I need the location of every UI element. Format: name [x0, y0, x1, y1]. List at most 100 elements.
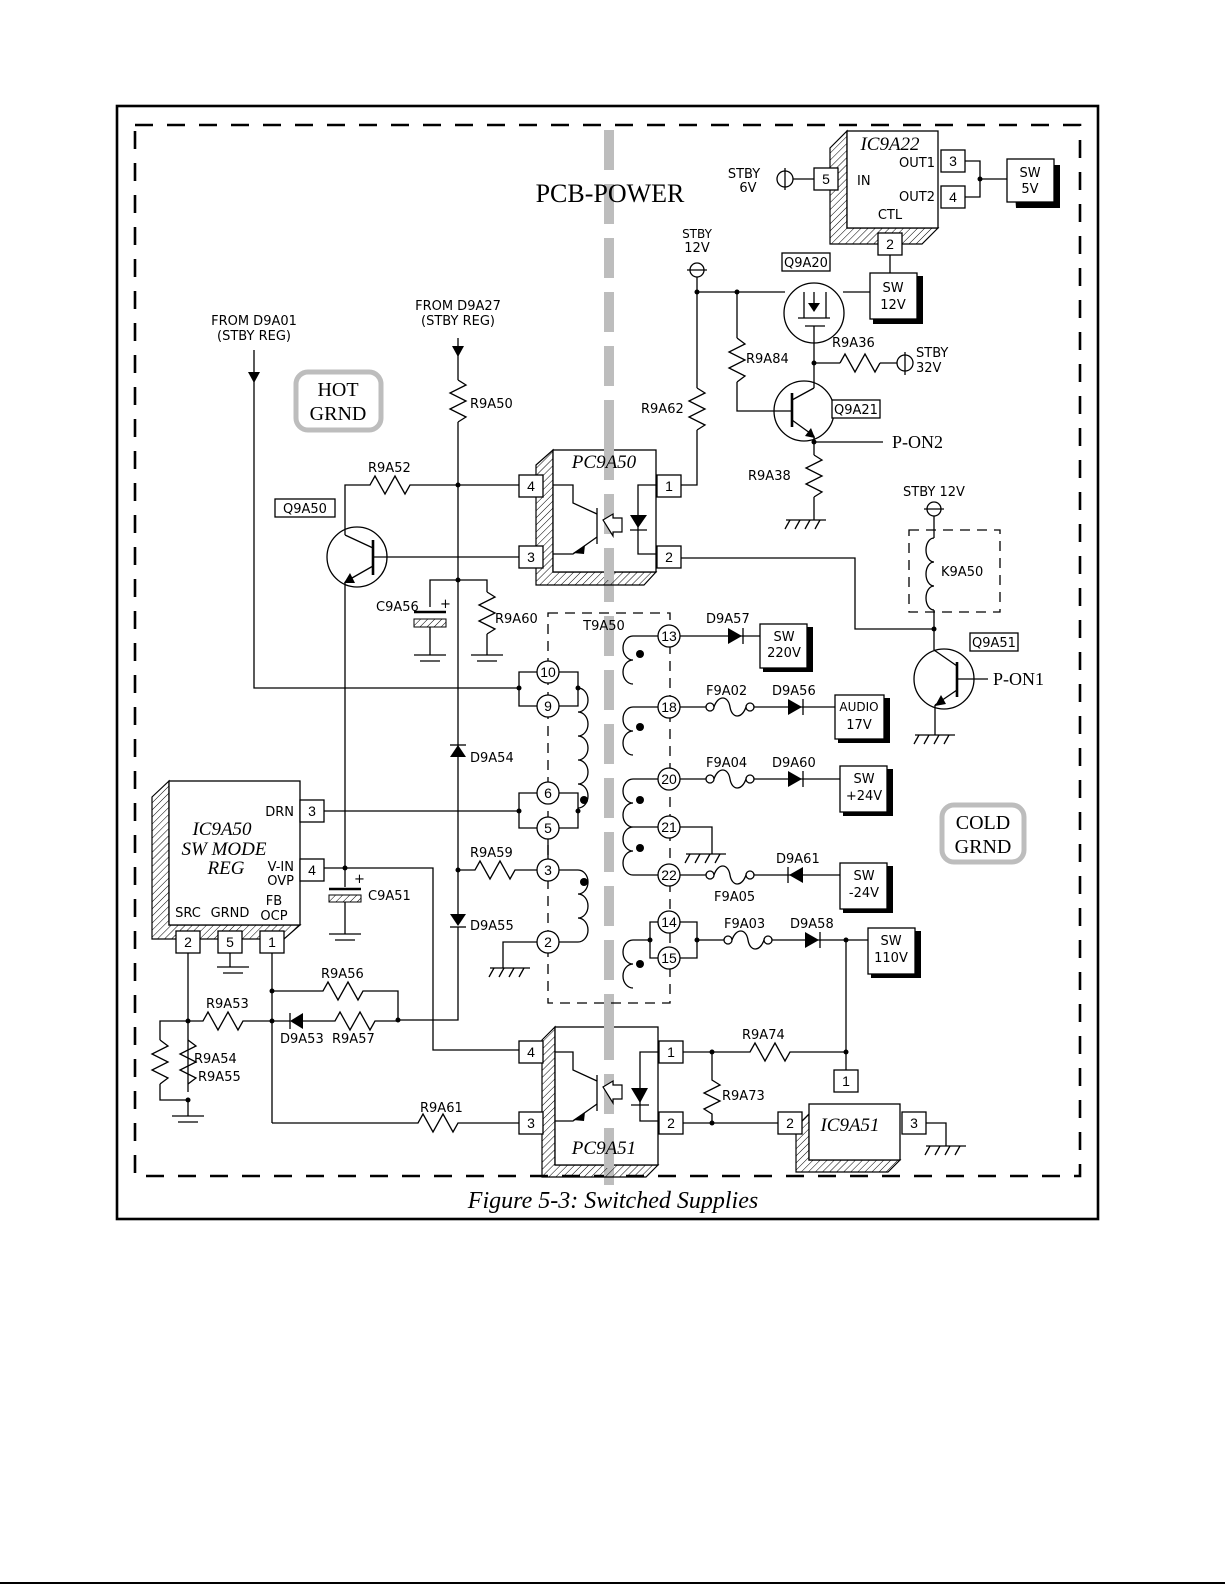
ground-icon — [328, 933, 362, 941]
ground-icon — [784, 519, 827, 530]
pin-number: 21 — [661, 819, 677, 835]
ic9a22-pin-in-label: IN — [857, 174, 871, 189]
r9a62-label: R9A62 — [641, 402, 684, 417]
r9a59-label: R9A59 — [470, 846, 513, 861]
sw-minus24v-box: SW -24V — [839, 862, 893, 913]
sw-220v-box: SW 220V — [759, 623, 813, 672]
p-on1-label: P-ON1 — [993, 669, 1044, 689]
ground-icon — [216, 966, 250, 974]
stby-6v-value: 6V — [739, 181, 756, 196]
r9a55-label: R9A55 — [198, 1070, 241, 1085]
r9a60-resistor — [477, 591, 497, 635]
ic9a50-subtitle: REG — [207, 858, 245, 879]
d9a56-diode — [788, 699, 802, 715]
k9a50-label: K9A50 — [941, 565, 983, 580]
f9a05-fuse — [713, 865, 747, 885]
r9a59-resistor — [458, 859, 537, 881]
f9a04-fuse — [713, 769, 747, 789]
box-line: SW — [853, 869, 874, 884]
ic9a51: IC9A51 1 2 3 — [777, 1069, 927, 1173]
pc9a50: PC9A50 4 3 1 2 — [518, 440, 682, 586]
pin-number: 10 — [540, 664, 556, 680]
pin-number: 14 — [661, 914, 677, 930]
pc9a51-label: PC9A51 — [571, 1138, 636, 1159]
ground-icon — [488, 967, 531, 978]
ic9a22-pin-out1-label: OUT1 — [899, 156, 935, 171]
pin-number: 20 — [661, 771, 677, 787]
r9a38-label: R9A38 — [748, 469, 791, 484]
r9a57-resistor — [303, 1010, 398, 1032]
f9a03-fuse — [731, 930, 765, 950]
pin-number: 15 — [661, 950, 677, 966]
q9a20-label: Q9A20 — [784, 256, 828, 271]
r9a74-resistor — [683, 1041, 846, 1063]
plus-sign: + — [354, 872, 365, 887]
sw-5v-box: SW 5V — [1006, 158, 1060, 208]
badge-line: GRND — [955, 836, 1012, 858]
pin-number: 5 — [822, 171, 830, 187]
sw-plus24v-box: SW +24V — [839, 765, 893, 816]
f9a05-label: F9A05 — [714, 890, 755, 905]
stby-32v-label: STBY — [916, 346, 948, 361]
r9a54-label: R9A54 — [194, 1052, 237, 1067]
sw-12v-box: SW 12V — [869, 272, 923, 324]
ic9a22-pin-out2-label: OUT2 — [899, 190, 935, 205]
t9a50-label: T9A50 — [582, 619, 625, 634]
d9a55-diode — [450, 914, 466, 926]
d9a54-label: D9A54 — [470, 751, 514, 766]
ground-icon — [684, 853, 727, 864]
figure-caption: Figure 5-3: Switched Supplies — [467, 1188, 758, 1214]
pin-number: 2 — [886, 236, 894, 252]
plus-sign: + — [440, 597, 451, 612]
pin-number: 2 — [184, 934, 192, 950]
d9a57-label: D9A57 — [706, 612, 750, 627]
d9a60-diode — [788, 771, 802, 787]
d9a55-label: D9A55 — [470, 919, 514, 934]
pin-number: 9 — [544, 698, 552, 714]
figure-title: PCB-POWER — [536, 179, 685, 208]
ic9a22-label: IC9A22 — [859, 134, 920, 155]
c9a51-label: C9A51 — [368, 889, 411, 904]
d9a53-diode — [290, 1013, 303, 1029]
pin-number: 1 — [667, 1044, 675, 1060]
ic9a50-subtitle: SW MODE — [182, 839, 267, 860]
ic9a50: IC9A50 SW MODE REG DRN V-IN OVP FB OCP S… — [151, 779, 325, 954]
r9a61-resistor — [272, 1112, 519, 1134]
pin-number: 3 — [527, 549, 535, 565]
pin-number: 1 — [842, 1073, 850, 1089]
q9a50-transistor — [326, 526, 519, 868]
r9a52-label: R9A52 — [368, 461, 411, 476]
pin-number: 2 — [786, 1115, 794, 1131]
stby-12v-relay-label: STBY 12V — [903, 485, 965, 500]
box-line: AUDIO — [839, 700, 878, 714]
r9a50-resistor — [448, 379, 468, 423]
pin-number: 2 — [667, 1115, 675, 1131]
c9a56-label: C9A56 — [376, 600, 419, 615]
stby-6v-label: STBY — [728, 167, 760, 182]
from-d9a01-sub: (STBY REG) — [217, 329, 291, 344]
r9a55-resistor — [178, 1039, 198, 1085]
badge-line: COLD — [956, 812, 1010, 834]
d9a53-label: D9A53 — [280, 1032, 324, 1047]
r9a62-resistor — [687, 387, 707, 431]
box-line: 220V — [767, 646, 801, 661]
box-line: SW — [773, 630, 794, 645]
stby-32v-value: 32V — [916, 361, 942, 376]
d9a57-diode — [728, 628, 742, 644]
d9a54-diode — [450, 745, 466, 757]
hot-ground-badge: HOT GRND — [293, 369, 384, 433]
r9a57-label: R9A57 — [332, 1032, 375, 1047]
r9a84-label: R9A84 — [746, 352, 789, 367]
pc9a51: PC9A51 4 3 1 2 — [518, 1020, 684, 1185]
q9a51-label: Q9A51 — [972, 636, 1016, 651]
d9a61-label: D9A61 — [776, 852, 820, 867]
r9a73-label: R9A73 — [722, 1089, 765, 1104]
r9a36-resistor — [839, 352, 881, 374]
box-line: SW — [880, 934, 901, 949]
from-d9a01-label: FROM D9A01 — [211, 314, 297, 329]
r9a53-resistor — [188, 1010, 272, 1032]
box-line: -24V — [849, 886, 879, 901]
pin-label: DRN — [265, 805, 294, 820]
ic9a50-label: IC9A50 — [191, 819, 252, 840]
ground-icon — [470, 654, 504, 662]
